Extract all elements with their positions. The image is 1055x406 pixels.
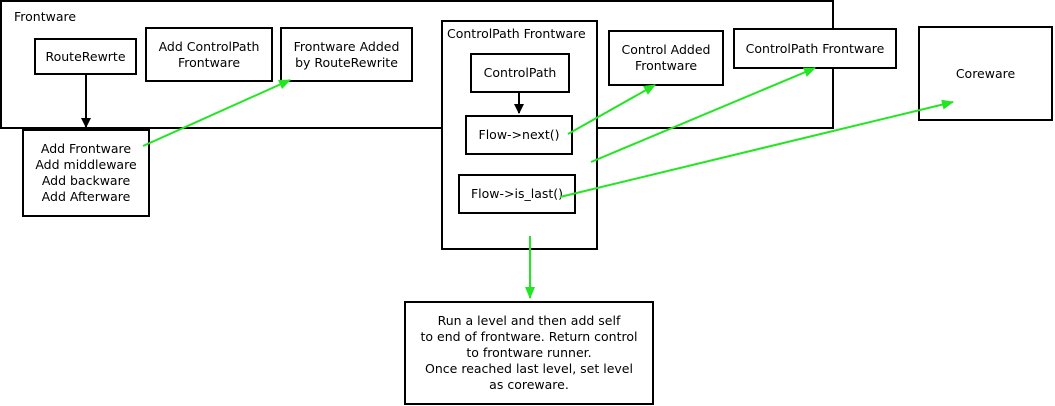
frontware-title: Frontware	[14, 9, 77, 24]
flow-is-last-box: Flow->is_last()	[458, 174, 576, 214]
flow-is-last-label: Flow->is_last()	[470, 186, 564, 201]
controlpath-box: ControlPath	[470, 53, 570, 93]
route-rewrte-label: RouteRewrte	[45, 48, 126, 64]
add-controlpath-label: Add ControlPath Frontware	[158, 38, 260, 70]
controlpath-frontware-label: ControlPath Frontware	[745, 40, 885, 56]
controlpath-title: ControlPath Frontware	[447, 26, 586, 41]
note-box: Run a level and then add self to end of …	[404, 301, 654, 405]
controlpath-label: ControlPath	[483, 65, 557, 80]
add-list-box: Add Frontware Add middleware Add backwar…	[22, 129, 150, 217]
control-added-label: Control Added Frontware	[621, 42, 711, 73]
control-added-box: Control Added Frontware	[608, 30, 724, 86]
flow-next-box: Flow->next()	[465, 115, 573, 155]
route-rewrte-box: RouteRewrte	[34, 38, 137, 75]
coreware-box: Coreware	[918, 26, 1053, 121]
frontware-added-label: Frontware Added by RouteRewrite	[293, 38, 400, 70]
frontware-added-box: Frontware Added by RouteRewrite	[280, 27, 413, 82]
coreware-label: Coreware	[955, 65, 1016, 81]
add-controlpath-box: Add ControlPath Frontware	[145, 27, 273, 82]
note-label: Run a level and then add self to end of …	[420, 313, 638, 392]
controlpath-frontware-box: ControlPath Frontware	[733, 28, 897, 69]
flow-next-label: Flow->next()	[478, 127, 560, 142]
add-list-label: Add Frontware Add middleware Add backwar…	[35, 141, 137, 204]
